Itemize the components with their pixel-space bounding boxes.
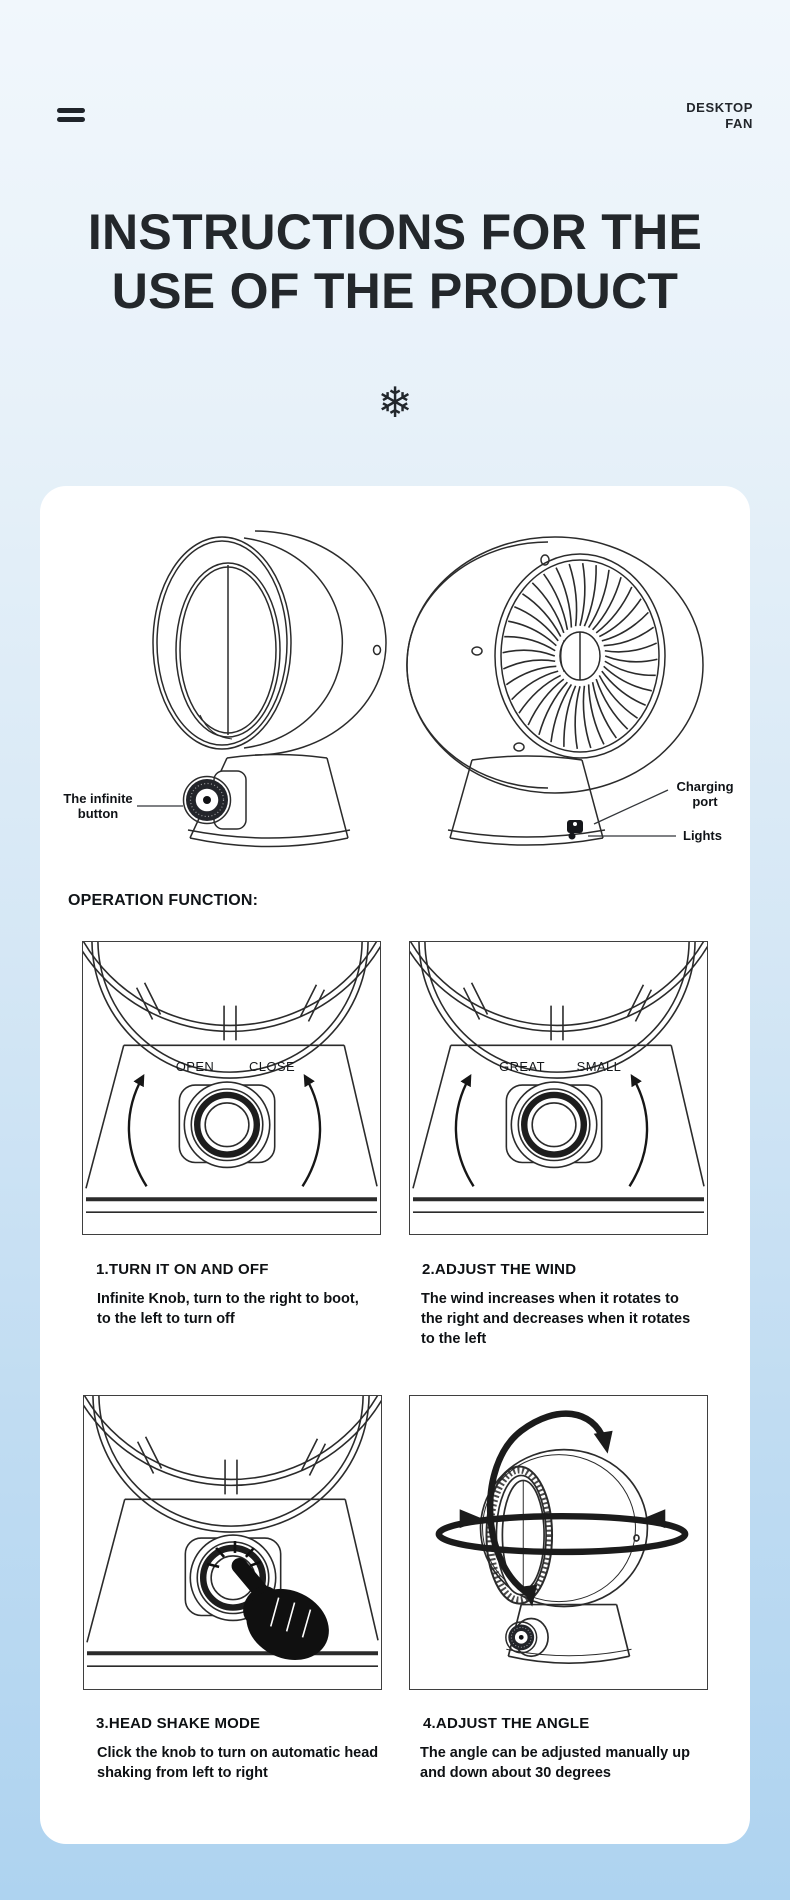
knob-label-small: SMALL [576, 1059, 622, 1074]
brand-line1: DESKTOP [686, 100, 753, 115]
knob-rotation-illustration [410, 942, 707, 1215]
page-title: INSTRUCTIONS FOR THE USE OF THE PRODUCT [0, 203, 790, 321]
panel-adjust-wind: GREAT SMALL [409, 941, 708, 1235]
rotation-arrows [435, 1410, 689, 1607]
callout-lights: Lights [683, 828, 722, 843]
snowflake-icon: ❄ [377, 379, 413, 426]
callout-infinite-button: The infinite button [63, 791, 133, 821]
knob-label-open: OPEN [175, 1059, 215, 1074]
panel-turn-on-off: OPEN CLOSE [82, 941, 381, 1235]
page-title-line1: INSTRUCTIONS FOR THE [87, 204, 703, 260]
knob-label-close: CLOSE [248, 1059, 296, 1074]
operation-function-heading: OPERATION FUNCTION: [68, 892, 259, 909]
base-knob-illustration [505, 1621, 538, 1654]
callout-charging-port: Charging port [676, 779, 734, 809]
panel-adjust-angle [409, 1395, 708, 1690]
op4-description: The angle can be adjusted manually up an… [420, 1745, 690, 1781]
op3-description: Click the knob to turn on automatic head… [97, 1745, 379, 1781]
click-rays-icon [206, 1541, 262, 1569]
hamburger-bar [57, 117, 85, 122]
fan-side-view-illustration [148, 525, 388, 850]
brand-text: DESKTOP FAN [686, 100, 753, 131]
op1-heading: 1.TURN IT ON AND OFF [96, 1261, 269, 1278]
op1-description: Infinite Knob, turn to the right to boot… [97, 1291, 359, 1327]
infinite-knob-illustration [184, 777, 231, 824]
page-title-line2: USE OF THE PRODUCT [111, 263, 679, 319]
charging-port-illustration [567, 820, 583, 840]
callout-leader-lines [137, 789, 676, 837]
hand-press-knob-illustration [84, 1396, 381, 1669]
hamburger-menu-icon [57, 108, 85, 122]
fan-rotation-angle-illustration [435, 1410, 689, 1665]
op2-heading: 2.ADJUST THE WIND [422, 1261, 577, 1278]
pointing-hand-icon [231, 1557, 329, 1660]
op2-description: The wind increases when it rotates to th… [421, 1291, 691, 1347]
hamburger-bar [57, 108, 85, 113]
brand-line2: FAN [725, 115, 753, 131]
op4-heading: 4.ADJUST THE ANGLE [423, 1715, 590, 1732]
panel-head-shake [83, 1395, 382, 1690]
knob-rotation-illustration [83, 942, 380, 1215]
op3-heading: 3.HEAD SHAKE MODE [96, 1715, 261, 1732]
fan-blades-illustration [503, 563, 658, 749]
knob-label-great: GREAT [499, 1059, 545, 1074]
fan-front-view-illustration [400, 528, 715, 848]
